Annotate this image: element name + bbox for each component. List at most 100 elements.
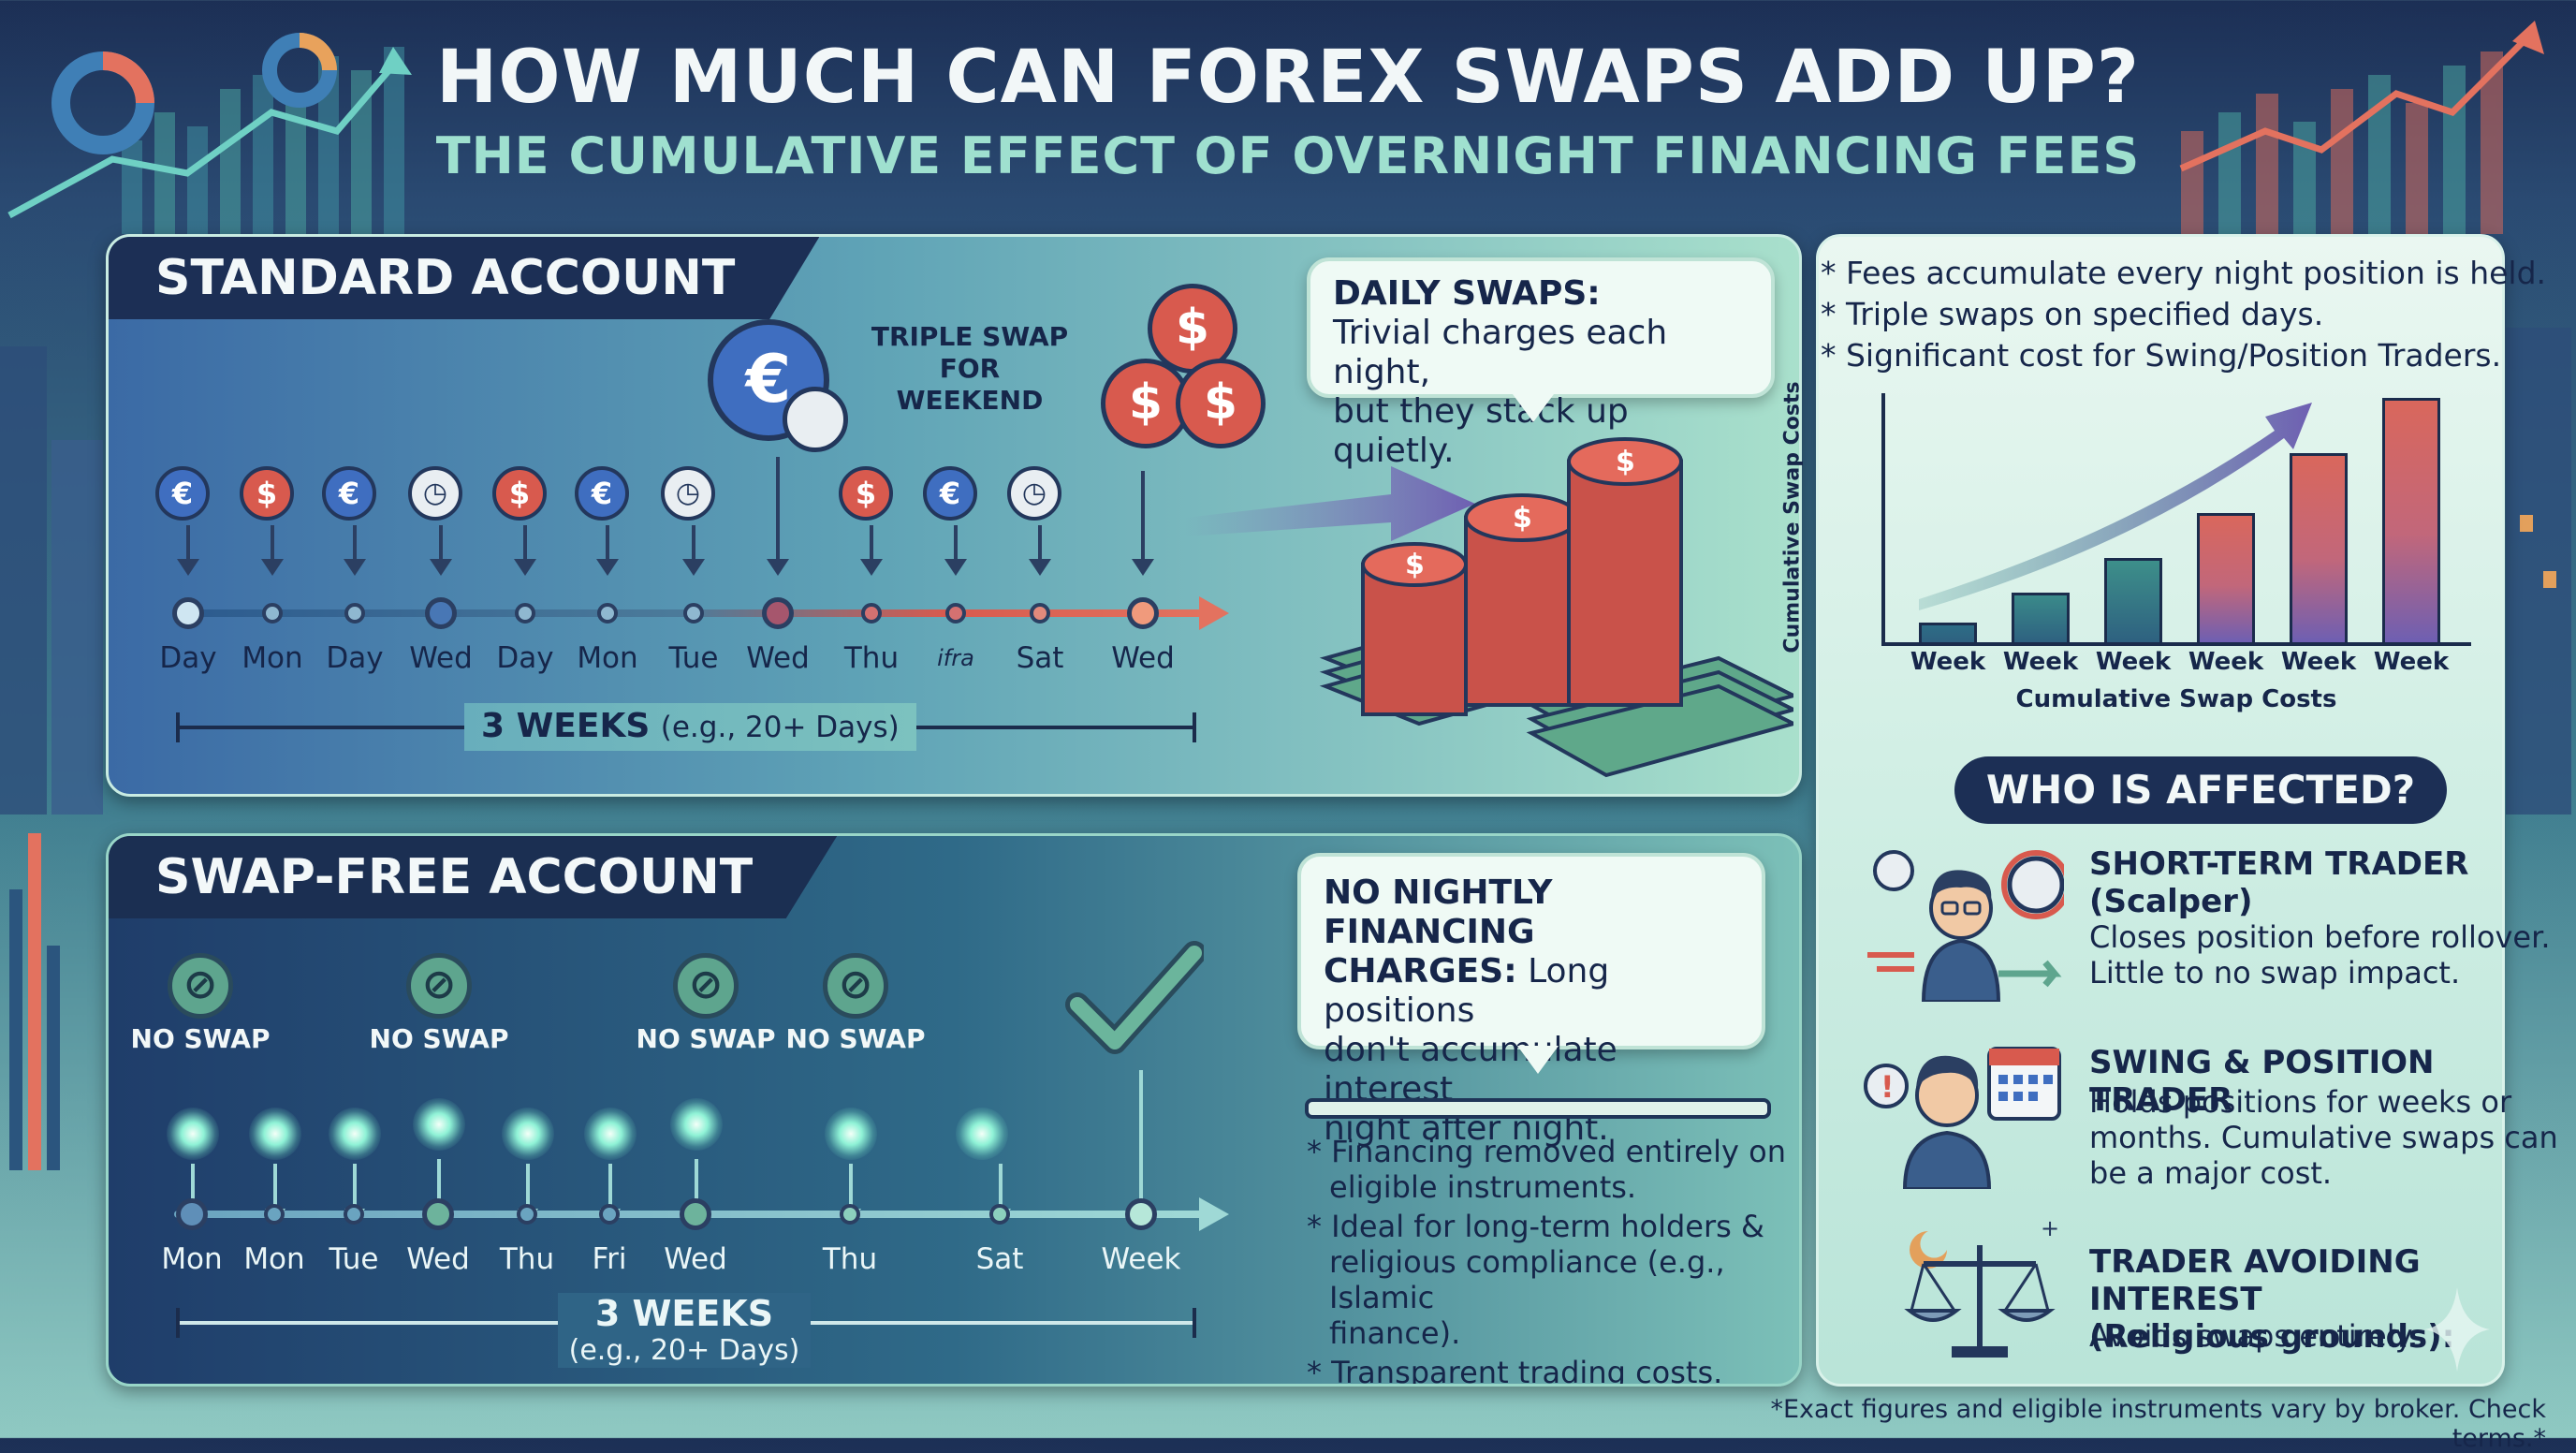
down-arrow <box>261 525 284 576</box>
timeline-day-label: Thu <box>843 641 900 675</box>
callout-title: DAILY SWAPS: <box>1333 274 1601 313</box>
timeline-node <box>840 1204 860 1225</box>
standard-account-panel: STANDARD ACCOUNT TRIPLE SWAP FOR WEEKEND… <box>106 234 1802 797</box>
glow-icon <box>956 1108 1008 1160</box>
chart-bar <box>2382 398 2440 642</box>
down-arrow <box>767 457 789 576</box>
chart-x-tick-label: Week <box>2188 648 2264 676</box>
who-item-title: TRADER AVOIDING INTEREST (Religious grou… <box>2089 1243 2576 1356</box>
timeline-node <box>425 597 457 629</box>
callout-tail <box>1513 394 1554 422</box>
timeline-day-label: Wed <box>409 641 473 675</box>
timeline-arrowhead <box>1199 1197 1229 1231</box>
down-arrow <box>177 525 199 576</box>
no-swap-icon: ⊘ <box>406 953 472 1019</box>
duration-label-note: (e.g., 20+ Days) <box>568 1334 800 1367</box>
note-line: religious compliance (e.g., Islamic <box>1329 1244 1725 1315</box>
glow-icon <box>413 1098 465 1151</box>
euro-coin-icon: € <box>155 466 210 521</box>
timeline-day-label: Mon <box>577 641 638 675</box>
short-term-trader-avatar <box>1867 850 2064 1002</box>
down-arrow <box>682 525 705 576</box>
timeline-node <box>989 1204 1010 1225</box>
glow-icon <box>670 1098 723 1151</box>
cumulative-swap-chart <box>1881 393 2471 646</box>
down-arrow <box>1132 471 1154 576</box>
chart-bar <box>2012 593 2070 642</box>
timeline-node <box>861 603 882 624</box>
timeline-node <box>515 603 535 624</box>
timeline-day-label: Thu <box>822 1242 878 1276</box>
note-line: finance). <box>1329 1315 1461 1351</box>
checkmark-icon <box>1065 941 1204 1054</box>
timeline-node <box>262 603 283 624</box>
who-title-line: (Scalper) <box>2089 883 2253 920</box>
timeline-day-label: Thu <box>499 1242 555 1276</box>
chart-bar <box>2104 558 2162 642</box>
who-desc-line: Avoids swaps entirely. <box>2089 1318 2419 1354</box>
callout-line: but they stack up quietly. <box>1333 392 1629 470</box>
svg-text:$: $ <box>1616 446 1635 478</box>
timeline-node <box>1125 1198 1157 1230</box>
timeline-node <box>344 603 365 624</box>
who-item-desc: Closes position before rollover. Little … <box>2089 919 2551 991</box>
callout-title: NO NIGHTLY FINANCING CHARGES: <box>1324 873 1553 991</box>
note-line: * Triple swaps on specified days. <box>1821 296 2324 332</box>
timeline-node <box>422 1198 454 1230</box>
duration-label: 3 WEEKS (e.g., 20+ Days) <box>464 703 916 751</box>
page-subtitle: THE CUMULATIVE EFFECT OF OVERNIGHT FINAN… <box>435 126 2141 185</box>
glow-icon <box>329 1108 381 1160</box>
timeline-node <box>599 1204 620 1225</box>
standard-account-tab: STANDARD ACCOUNT <box>109 237 820 319</box>
who-item-title: SHORT-TERM TRADER (Scalper) <box>2089 845 2468 920</box>
timeline-day-label: Mon <box>242 641 303 675</box>
timeline-day-label: Tue <box>668 641 719 675</box>
timeline-day-label: Day <box>496 641 554 675</box>
callout-tail <box>1517 1046 1559 1074</box>
chart-x-tick-label: Week <box>1910 648 1986 676</box>
timeline-day-label: Mon <box>243 1242 305 1276</box>
note-line: * Financing removed entirely on <box>1307 1134 1786 1169</box>
no-financing-callout: NO NIGHTLY FINANCING CHARGES: Long posit… <box>1297 853 1765 1148</box>
chart-bar <box>1919 623 1977 642</box>
city-skyline-decoration <box>0 346 103 1170</box>
svg-text:$: $ <box>1513 502 1532 535</box>
swap-notes: * Fees accumulate every night position i… <box>1821 255 2546 378</box>
down-arrow <box>514 525 536 576</box>
no-swap-label: NO SWAP <box>130 1023 271 1054</box>
triple-swap-label-line1: TRIPLE SWAP <box>871 321 1069 352</box>
duration-label-bold: 3 WEEKS <box>481 707 651 745</box>
timeline-arrowhead <box>1199 596 1229 630</box>
clock-icon: ◷ <box>1007 466 1061 521</box>
timeline-node <box>344 1204 364 1225</box>
triple-swap-label: TRIPLE SWAP FOR WEEKEND <box>867 321 1073 417</box>
note-line: eligible instruments. <box>1329 1169 1637 1205</box>
euro-coin-icon: € <box>923 466 977 521</box>
who-desc-line: Closes position before rollover. <box>2089 919 2551 955</box>
who-desc-line: months. Cumulative swaps can <box>2089 1120 2558 1155</box>
timeline-day-label: Sat <box>1016 641 1064 675</box>
who-title-line: SHORT-TERM TRADER <box>2089 845 2469 883</box>
note-line: * Fees accumulate every night position i… <box>1821 255 2547 291</box>
chart-x-tick-label: Week <box>2002 648 2079 676</box>
swing-trader-avatar: ! <box>1864 1047 2061 1189</box>
who-item-desc: Avoids swaps entirely. <box>2089 1318 2418 1354</box>
timeline-day-label: Wed <box>746 641 810 675</box>
down-arrow <box>1131 1070 1151 1224</box>
timeline-node <box>945 603 966 624</box>
callout-line: Trivial charges each night, <box>1333 314 1668 391</box>
dollar-coin-icon: $ <box>240 466 294 521</box>
timeline-node <box>264 1204 285 1225</box>
clock-icon <box>783 387 848 452</box>
header-background <box>7 21 2544 234</box>
chart-x-tick-label: Week <box>2280 648 2357 676</box>
who-item-title: SWING & POSITION TRADER <box>2089 1044 2576 1119</box>
no-swap-label: NO SWAP <box>369 1023 509 1054</box>
glow-icon <box>167 1108 219 1160</box>
down-arrow <box>344 525 366 576</box>
timeline-day-label: Day <box>326 641 384 675</box>
chart-x-axis <box>1881 642 2471 646</box>
who-affected-header: WHO IS AFFECTED? <box>1954 756 2447 824</box>
glow-icon <box>249 1108 301 1160</box>
chart-y-axis <box>1881 393 1885 646</box>
